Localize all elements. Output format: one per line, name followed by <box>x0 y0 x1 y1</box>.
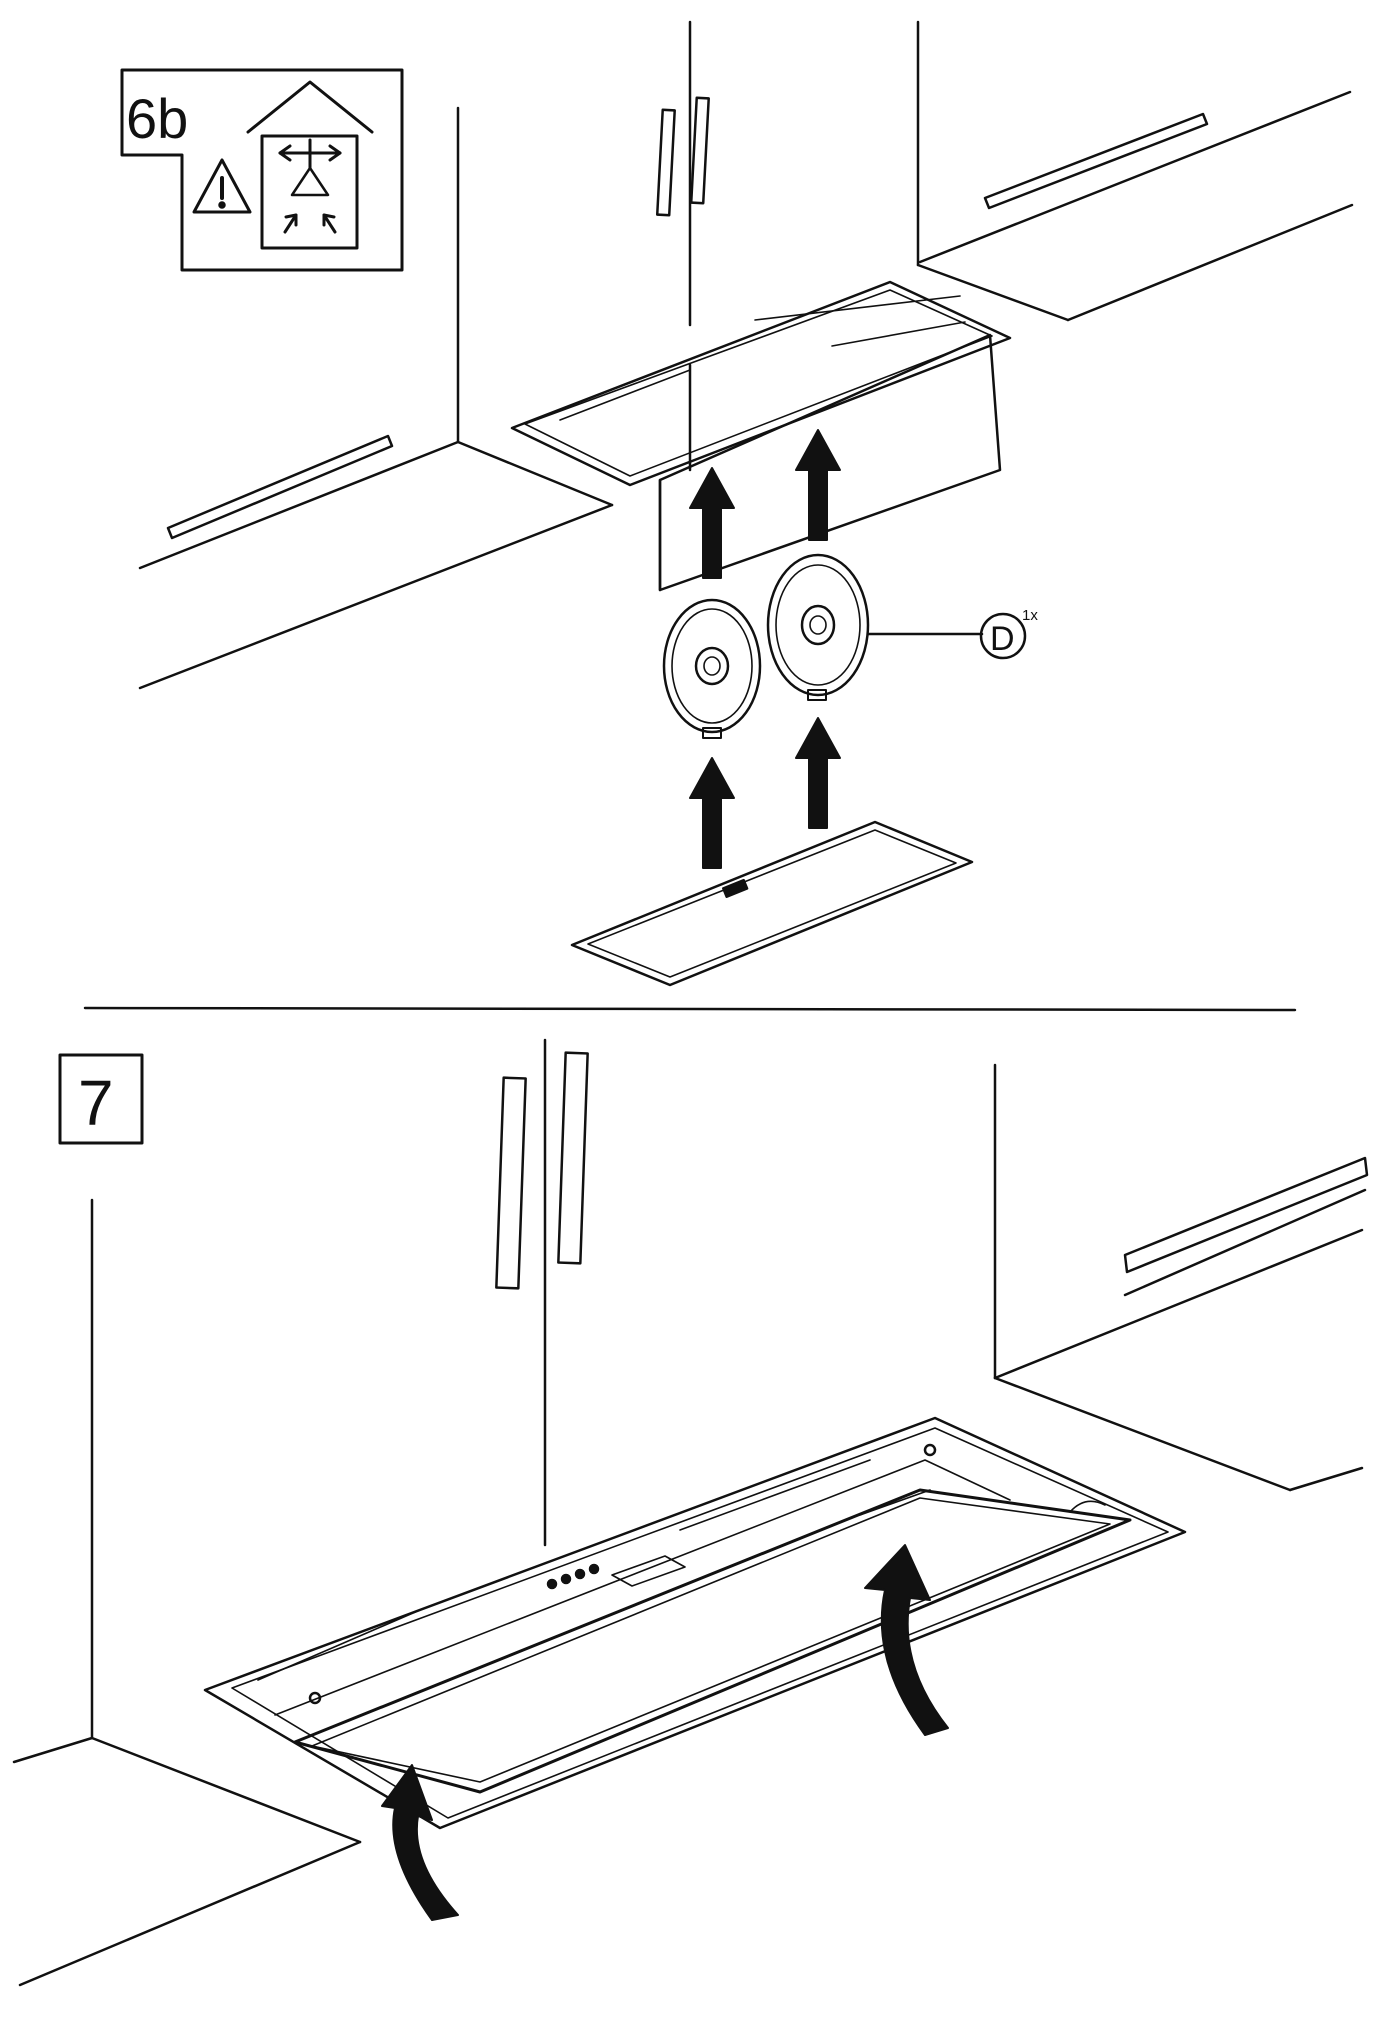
upper-cabinets-7 <box>12 1038 1369 1987</box>
step-divider <box>83 1006 1297 1012</box>
hood-front-panel <box>293 1488 1132 1794</box>
step-7-panel: 7 <box>12 1038 1369 1987</box>
hood-body-7 <box>203 1416 1187 1830</box>
callout-quantity: 1x <box>1022 607 1038 624</box>
part-callout-d: D 1x <box>866 607 1038 660</box>
step-7-badge: 7 <box>58 1053 144 1145</box>
upper-cabinets-6b <box>138 20 1354 690</box>
carbon-filter-right <box>766 553 870 701</box>
step-6b-label: 6b <box>126 87 188 150</box>
house-recirculation-icon <box>246 80 374 250</box>
step-7-label: 7 <box>78 1067 114 1139</box>
close-arrows <box>381 1544 949 1921</box>
carbon-filter-left <box>662 598 762 739</box>
step-6b-panel: 6b <box>120 20 1354 987</box>
hood-body-6b <box>510 280 1012 592</box>
step-6b-badge: 6b <box>120 68 404 272</box>
grease-filter-panel <box>570 820 974 987</box>
callout-letter: D <box>990 620 1015 658</box>
warning-triangle-icon <box>192 158 252 214</box>
